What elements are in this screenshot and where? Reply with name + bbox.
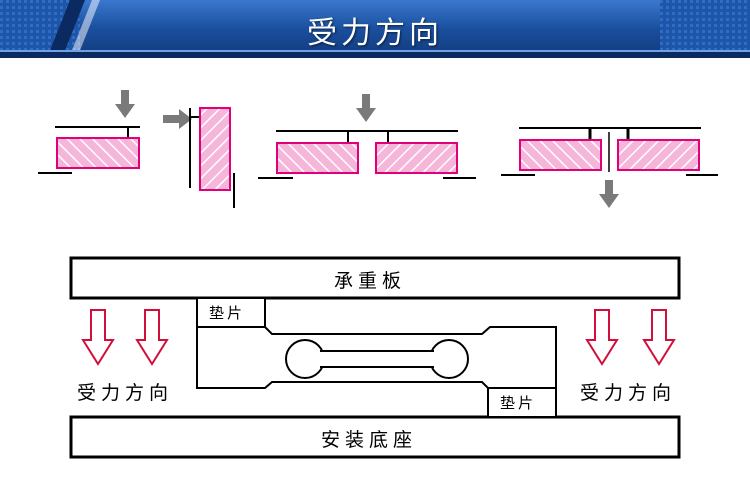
schematic-horizontal-load — [163, 107, 235, 208]
pad-top-left — [196, 297, 266, 328]
pad-bottom-right — [487, 387, 557, 418]
header-background — [0, 0, 750, 58]
load-cell — [56, 137, 140, 169]
load-cell — [276, 142, 359, 174]
schematic-dual-load-up — [501, 127, 718, 208]
load-cell — [519, 139, 602, 171]
down-arrow-icon — [356, 94, 376, 122]
mounting-base-label: 安装底座 — [321, 429, 418, 451]
right-arrow-icon — [163, 109, 192, 129]
force-arrow-icon — [81, 309, 115, 366]
force-arrow-icon — [585, 309, 619, 366]
header-banner: 受力方向 — [0, 0, 750, 58]
pad-label-top-left: 垫片 — [209, 304, 246, 322]
load-plate — [69, 256, 681, 300]
schematic-dual-load-down — [258, 94, 476, 179]
mounting-base — [69, 415, 681, 459]
down-arrow-icon — [115, 90, 135, 118]
schematic-vertical-load — [38, 90, 140, 174]
force-direction-schematics — [38, 90, 718, 208]
down-arrow-icon — [599, 180, 619, 208]
force-direction-label-left: 受力方向 — [77, 382, 174, 404]
force-arrow-icon — [135, 309, 169, 366]
load-plate-label: 承重板 — [334, 270, 407, 292]
load-cell — [375, 142, 458, 174]
assembly-diagram — [69, 256, 681, 459]
page-title: 受力方向 — [307, 16, 443, 51]
pad-label-bottom-right: 垫片 — [500, 394, 537, 412]
load-cell — [617, 139, 700, 171]
load-cell — [199, 107, 231, 191]
load-cell-body — [196, 326, 557, 389]
force-direction-label-right: 受力方向 — [580, 382, 677, 404]
force-arrow-icon — [642, 309, 676, 366]
